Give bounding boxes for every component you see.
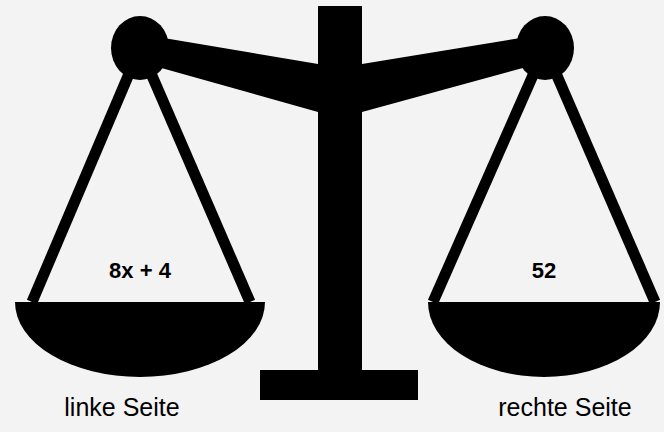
pan-text-area: 52 — [428, 258, 660, 298]
scale-pan: 8x + 4 — [15, 258, 265, 377]
scale-pan: 52 — [428, 258, 660, 377]
pan-bowl-shape — [428, 302, 660, 377]
pivot-knob — [516, 16, 574, 80]
scale-base — [260, 370, 418, 400]
pan-content: 8x + 4 — [109, 258, 171, 284]
scale-post — [318, 6, 362, 374]
pan-bowl-shape — [15, 302, 265, 377]
side-label: rechte Seite — [498, 393, 631, 422]
pivot-knob — [111, 16, 169, 80]
scale-beam — [140, 34, 545, 112]
side-label: linke Seite — [64, 393, 179, 422]
pan-text-area: 8x + 4 — [15, 258, 265, 298]
pan-string — [545, 48, 655, 302]
pan-content: 52 — [532, 258, 556, 284]
